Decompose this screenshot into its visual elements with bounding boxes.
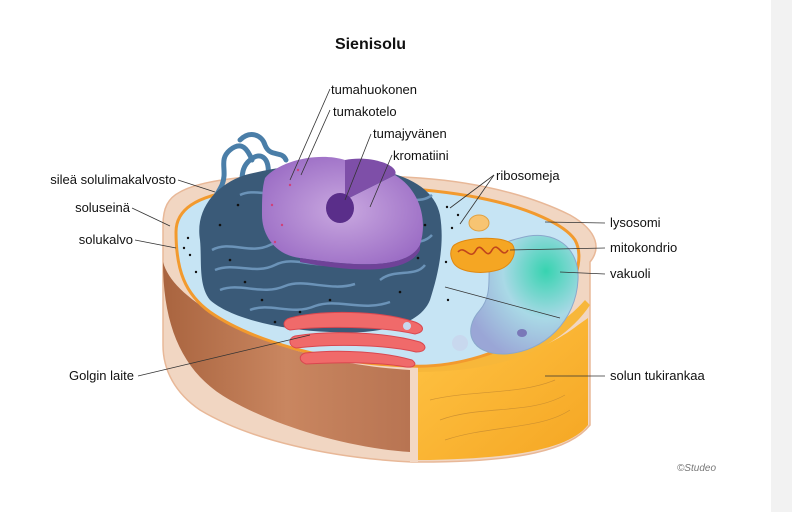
nucleus bbox=[262, 156, 423, 270]
nucleolus-shape bbox=[326, 193, 354, 223]
label-lysosomi: lysosomi bbox=[610, 215, 661, 230]
page-margin-strip bbox=[771, 0, 792, 512]
label-soluseina: soluseinä bbox=[75, 200, 131, 215]
golgi-apparatus bbox=[283, 311, 426, 368]
label-solukalvo: solukalvo bbox=[79, 232, 133, 247]
lysosome bbox=[468, 214, 490, 232]
credit-text: ©Studeo bbox=[677, 463, 717, 474]
label-kromatiini: kromatiini bbox=[393, 148, 449, 163]
leader-lines bbox=[131, 88, 606, 377]
vesicle bbox=[452, 335, 468, 351]
mitochondrion bbox=[450, 237, 515, 273]
label-solun-tukirankaa: solun tukirankaa bbox=[610, 368, 705, 383]
label-ribosomeja: ribosomeja bbox=[496, 168, 560, 183]
ribosomes bbox=[182, 205, 460, 302]
label-silea-solulimakalvosto: sileä solulimakalvosto bbox=[50, 172, 176, 187]
label-tumakotelo: tumakotelo bbox=[333, 104, 397, 119]
label-golgin-laite: Golgin laite bbox=[69, 368, 134, 383]
cytoskeleton bbox=[429, 379, 571, 441]
label-tumahuokonen: tumahuokonen bbox=[331, 82, 417, 97]
vesicle bbox=[403, 322, 411, 330]
label-mitokondrio: mitokondrio bbox=[610, 240, 677, 255]
label-vakuoli: vakuoli bbox=[610, 266, 651, 281]
diagram-title: Sienisolu bbox=[334, 36, 407, 53]
label-tumajyvanen: tumajyvänen bbox=[373, 126, 447, 141]
